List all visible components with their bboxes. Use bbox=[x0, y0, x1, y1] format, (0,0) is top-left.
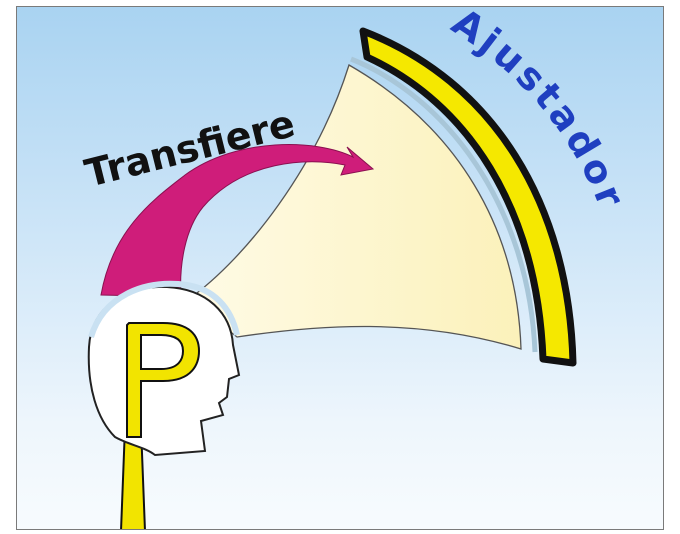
diagram-frame: Ajustador Transfiere bbox=[16, 6, 664, 530]
diagram-canvas: Ajustador Transfiere bbox=[17, 7, 664, 530]
